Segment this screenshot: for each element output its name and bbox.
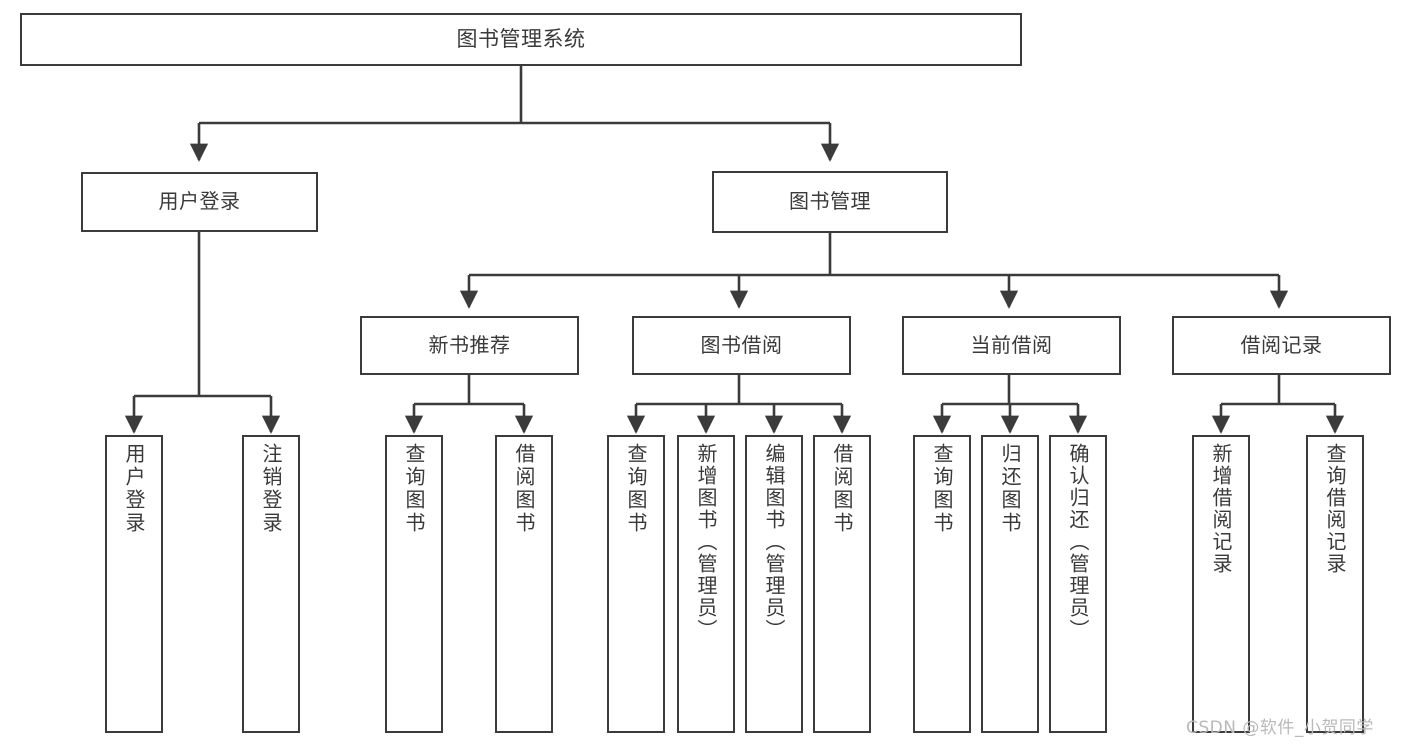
leaf-logout[interactable]: 注销登录 — [242, 435, 300, 733]
leaf-return-book[interactable]: 归还图书 — [981, 435, 1039, 733]
node-label: 图书管理 — [789, 189, 871, 214]
leaf-query-borrow-record[interactable]: 查询借阅记录 — [1306, 435, 1364, 733]
node-label: 借阅记录 — [1240, 332, 1323, 357]
leaf-edit-book-admin[interactable]: 编辑图书（管理员） — [745, 435, 803, 733]
node-label: 查询图书 — [930, 443, 954, 535]
leaf-borrow-book-borrowing[interactable]: 借阅图书 — [813, 435, 871, 733]
node-label: 注销登录 — [259, 443, 283, 535]
node-label: 查询借阅记录 — [1323, 443, 1347, 575]
node-label: 归还图书 — [998, 443, 1022, 535]
node-book-management[interactable]: 图书管理 — [712, 171, 948, 233]
node-label: 图书借阅 — [700, 332, 783, 357]
node-label: 新增图书（管理员） — [694, 443, 718, 641]
leaf-query-book-recommendation[interactable]: 查询图书 — [385, 435, 443, 733]
node-book-borrowing[interactable]: 图书借阅 — [632, 316, 851, 375]
leaf-query-book-borrowing[interactable]: 查询图书 — [607, 435, 665, 733]
leaf-borrow-book-recommendation[interactable]: 借阅图书 — [495, 435, 553, 733]
node-label: 新书推荐 — [428, 332, 511, 357]
leaf-confirm-return-admin[interactable]: 确认归还（管理员） — [1049, 435, 1107, 733]
node-current-borrowing[interactable]: 当前借阅 — [902, 316, 1121, 375]
node-root-system[interactable]: 图书管理系统 — [20, 13, 1022, 66]
node-label: 用户登录 — [122, 443, 146, 535]
leaf-add-borrow-record[interactable]: 新增借阅记录 — [1192, 435, 1250, 733]
node-label: 图书管理系统 — [456, 27, 586, 52]
node-label: 新增借阅记录 — [1209, 443, 1233, 575]
node-label: 当前借阅 — [970, 332, 1053, 357]
leaf-query-book-current[interactable]: 查询图书 — [913, 435, 971, 733]
node-label: 确认归还（管理员） — [1066, 443, 1090, 641]
leaf-user-login[interactable]: 用户登录 — [105, 435, 163, 733]
node-label: 用户登录 — [158, 189, 241, 214]
node-borrow-records[interactable]: 借阅记录 — [1172, 316, 1391, 375]
node-label: 编辑图书（管理员） — [762, 443, 786, 641]
leaf-add-book-admin[interactable]: 新增图书（管理员） — [677, 435, 735, 733]
node-label: 查询图书 — [624, 443, 648, 535]
node-user-login[interactable]: 用户登录 — [81, 172, 318, 232]
node-label: 借阅图书 — [512, 443, 536, 535]
node-label: 借阅图书 — [830, 443, 854, 535]
node-new-book-recommendation[interactable]: 新书推荐 — [360, 316, 579, 375]
node-label: 查询图书 — [402, 443, 426, 535]
